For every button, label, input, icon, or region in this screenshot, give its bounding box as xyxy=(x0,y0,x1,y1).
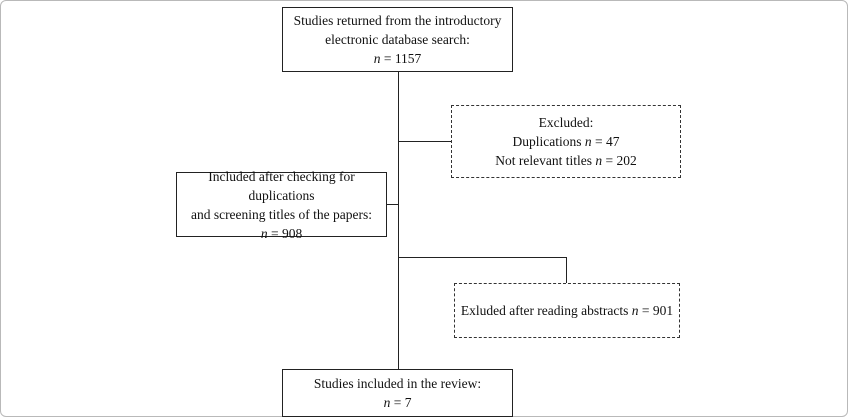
excluded-abstracts-box: Exluded after reading abstracts n = 901 xyxy=(454,283,680,338)
n-symbol: n xyxy=(373,51,381,66)
equals-sign: = xyxy=(641,303,650,318)
excluded-duplications-line: Duplications n = 47 xyxy=(513,132,620,151)
equals-sign: = xyxy=(605,153,614,168)
equals-sign: = xyxy=(383,51,392,66)
included-line2: and screening titles of the papers: xyxy=(190,206,373,222)
excluded-abstracts-count: 901 xyxy=(652,303,674,318)
excluded-title: Excluded: xyxy=(538,115,594,130)
not-relevant-label: Not relevant titles xyxy=(495,153,592,168)
final-included-count-line: n = 7 xyxy=(384,393,412,412)
not-relevant-count: 202 xyxy=(616,153,637,168)
connector-to-included xyxy=(386,204,399,206)
n-symbol: n xyxy=(383,395,391,410)
initial-search-count: 1157 xyxy=(394,51,422,66)
final-included-line1: Studies included in the review: xyxy=(313,376,482,391)
equals-sign: = xyxy=(270,225,279,241)
initial-search-line2: electronic database search: xyxy=(325,32,470,47)
included-count: 908 xyxy=(281,225,303,241)
initial-search-box: Studies returned from the introductory e… xyxy=(282,7,513,72)
equals-sign: = xyxy=(393,395,402,410)
n-symbol: n xyxy=(595,153,603,168)
initial-search-count-line: n = 1157 xyxy=(374,49,422,68)
connector-main-trunk xyxy=(398,72,400,370)
included-line1: Included after checking for duplications xyxy=(208,168,355,203)
duplications-label: Duplications xyxy=(512,134,582,149)
excluded-not-relevant-line: Not relevant titles n = 202 xyxy=(495,151,636,170)
duplications-count: 47 xyxy=(606,134,620,149)
n-symbol: n xyxy=(631,303,639,318)
connector-to-excluded xyxy=(398,141,452,143)
final-included-box: Studies included in the review: n = 7 xyxy=(282,369,513,417)
connector-to-abstracts-vertical xyxy=(566,257,568,283)
excluded-abstracts-line: Exluded after reading abstracts n = 901 xyxy=(461,301,673,320)
included-count-line: n = 908 xyxy=(261,224,302,243)
n-symbol: n xyxy=(260,225,268,241)
connector-to-abstracts-horizontal xyxy=(398,257,567,259)
equals-sign: = xyxy=(595,134,603,149)
final-included-count: 7 xyxy=(404,395,412,410)
n-symbol: n xyxy=(584,134,592,149)
initial-search-line1: Studies returned from the introductory xyxy=(293,13,502,28)
excluded-box: Excluded: Duplications n = 47 Not releva… xyxy=(451,105,681,178)
excluded-abstracts-label: Exluded after reading abstracts xyxy=(460,303,629,318)
included-after-screening-box: Included after checking for duplications… xyxy=(176,169,387,241)
